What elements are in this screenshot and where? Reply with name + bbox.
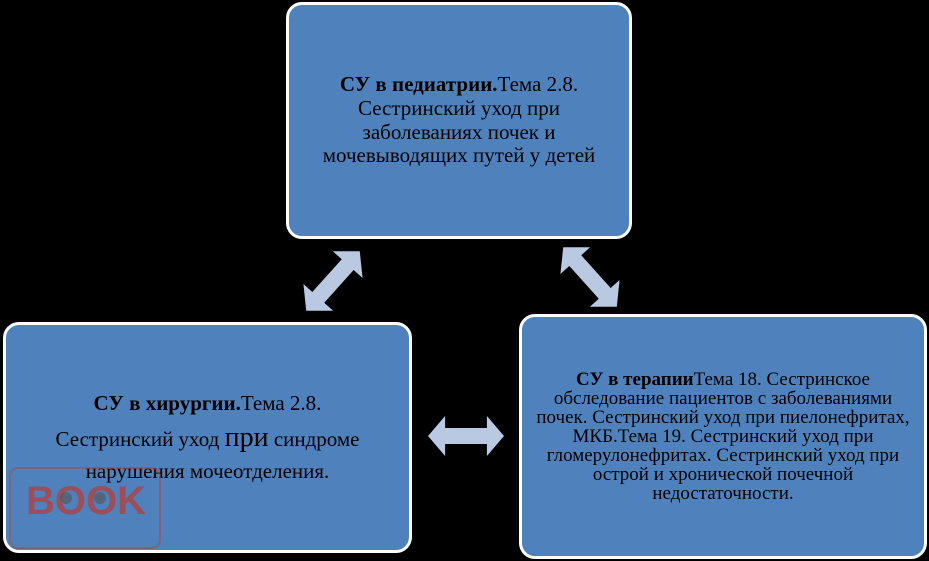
double-arrow-icon [548, 233, 632, 321]
left-box-text-big: при [224, 421, 269, 453]
left-box-surgery: СУ в хирургии.Тема 2.8. Сестринский уход… [3, 322, 412, 553]
left-box-topic: Тема 2.8. [240, 390, 322, 415]
double-arrow-icon [428, 416, 504, 456]
top-box-content: СУ в педиатрии.Тема 2.8. Сестринский ухо… [301, 73, 617, 167]
left-box-text-b: синдроме нарушения мочеотделения. [85, 426, 360, 484]
book-watermark-logo: BOOK [9, 467, 161, 549]
right-box-therapy: СУ в терапииТема 18. Сестринское обследо… [519, 314, 927, 559]
left-box-text-a: Сестринский уход [55, 426, 225, 451]
top-box-title: СУ в педиатрии. [339, 72, 498, 97]
left-box-title: СУ в хирургии. [93, 390, 241, 415]
top-box-text: Тема 2.8. Сестринский уход при заболеван… [322, 72, 596, 168]
double-arrow-icon [291, 237, 375, 325]
right-box-text: Тема 18. Сестринское обследование пациен… [536, 369, 910, 504]
right-box-content: СУ в терапииТема 18. Сестринское обследо… [536, 370, 910, 503]
left-box-content: СУ в хирургии.Тема 2.8. Сестринский уход… [20, 389, 395, 487]
top-box-pediatrics: СУ в педиатрии.Тема 2.8. Сестринский ухо… [286, 2, 632, 239]
watermark-text: BOOK [26, 479, 146, 523]
right-box-title: СУ в терапии [576, 369, 694, 390]
